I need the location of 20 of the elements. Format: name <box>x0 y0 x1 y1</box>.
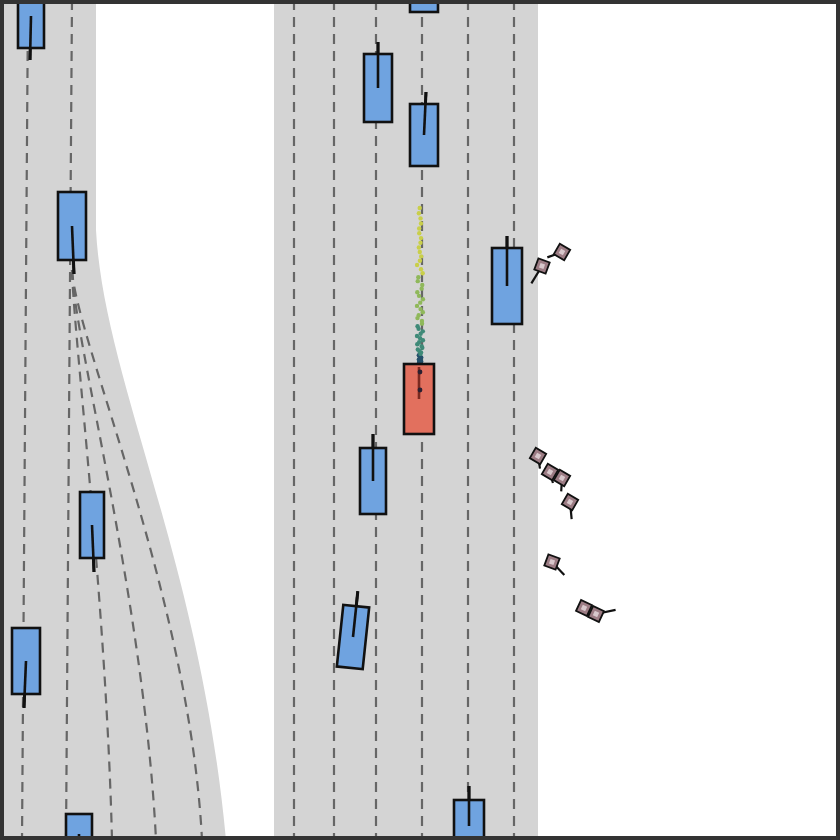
vehicle-marker <box>335 591 371 671</box>
pedestrian-marker <box>543 553 566 576</box>
vehicle-marker <box>358 434 388 516</box>
pedestrian-marker <box>528 446 548 469</box>
pedestrian-marker <box>586 604 616 624</box>
pedestrian-marker <box>546 242 572 262</box>
vehicle-marker <box>452 786 486 838</box>
vehicle-marker <box>408 91 440 168</box>
pedestrian-marker <box>552 468 572 492</box>
vehicle-marker <box>64 812 94 838</box>
vehicle-marker <box>10 626 42 709</box>
ego-vehicle-marker <box>402 362 436 436</box>
pedestrian-marker <box>560 492 580 520</box>
pedestrian-marker <box>530 257 551 284</box>
vehicle-marker <box>56 190 88 275</box>
vehicle-marker <box>362 42 394 124</box>
vehicle-marker <box>490 236 524 326</box>
vehicle-marker <box>408 2 440 14</box>
vehicle-marker <box>16 2 46 61</box>
vehicle-marker <box>78 490 106 573</box>
